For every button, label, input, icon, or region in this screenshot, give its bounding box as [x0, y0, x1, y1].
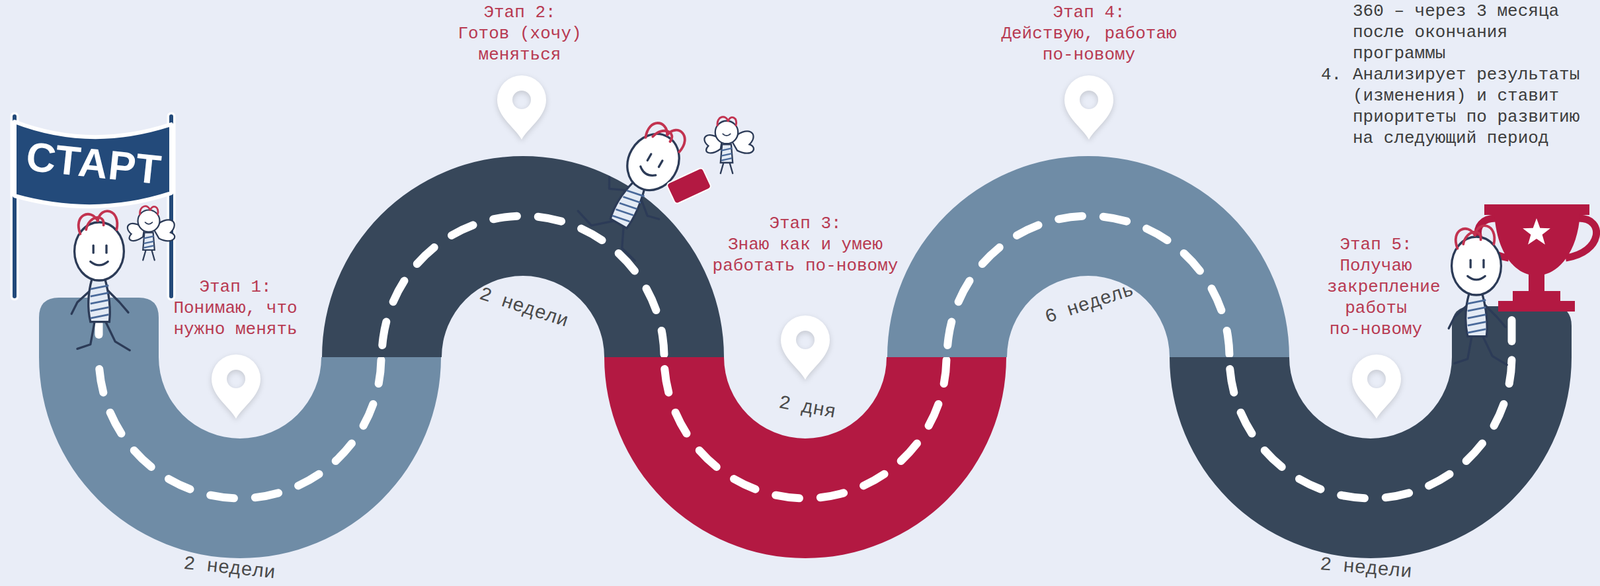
cupid-figure [715, 120, 739, 145]
stick-figure [92, 245, 95, 253]
list-number: 4. [1320, 64, 1342, 86]
stick-figure [658, 160, 663, 168]
duration-label: 2 дня [776, 392, 838, 425]
road-band-shape [887, 156, 1290, 358]
road-segment: Этап 3:Знаю как и умею работать по-новом… [604, 357, 1007, 559]
stage-description: Получаю закрепление работы по-новому [1326, 255, 1425, 340]
stick-figure [88, 279, 110, 322]
road-band-shape [321, 156, 724, 358]
stage-description: Знаю как и умею работать по-новому [710, 234, 902, 277]
cupid-figure [142, 249, 155, 260]
road-dash [1508, 320, 1517, 342]
stick-figure [90, 300, 110, 305]
trophy-star [1522, 218, 1551, 245]
stick-figure [90, 261, 108, 266]
map-pin [1064, 75, 1114, 140]
duration-label: 2 недели [476, 282, 572, 333]
cupid-figure [717, 117, 737, 127]
stick-figure [1467, 275, 1485, 280]
road-band-shape [39, 357, 441, 559]
cupid-figure [143, 245, 154, 248]
stick-figure [90, 285, 110, 290]
cupid-figure [127, 206, 175, 261]
note-text: Анализирует результаты (изменения) и ста… [1352, 64, 1585, 149]
cupid-figure [138, 210, 160, 233]
stick-figure [1467, 329, 1487, 334]
stick-figure [85, 217, 104, 230]
cupid-figure [704, 117, 754, 174]
stick-figure [105, 320, 130, 351]
cupid-figure [143, 236, 154, 239]
stick-figure [647, 154, 652, 161]
stage-title: Этап 2: [454, 1, 584, 24]
stick-figure [622, 193, 641, 207]
road-dash [946, 216, 1230, 358]
road-band-shape [604, 357, 1007, 559]
stage-description: Понимаю, что нужно менять [170, 297, 300, 340]
road-band [604, 357, 1007, 559]
cupid-figure [722, 133, 731, 136]
stick-figure [97, 210, 118, 230]
stage-description: Действую, работаю по-новому [998, 23, 1179, 66]
stick-figure [615, 206, 634, 219]
stick-figure [1467, 321, 1487, 326]
stick-figure [1467, 300, 1487, 305]
stage-title: Этап 3: [710, 212, 902, 235]
road-band [887, 156, 1290, 358]
trophy [1494, 212, 1581, 312]
stick-figure [1469, 259, 1472, 268]
road-band [39, 357, 441, 559]
start-flag [14, 116, 172, 297]
stick-figure [619, 199, 638, 213]
map-pin [780, 315, 830, 380]
stick-figure [105, 245, 108, 253]
stage-title: Этап 4: [998, 1, 1179, 24]
stick-figure [90, 307, 110, 312]
stick-figure [71, 210, 130, 350]
road-dash [1229, 357, 1513, 498]
stage-description: Готов (хочу) меняться [454, 23, 584, 66]
road-band-shape [1169, 357, 1572, 559]
road-dash [99, 357, 382, 498]
stick-figure [638, 166, 656, 179]
stick-figure [90, 292, 110, 297]
road-dash [381, 216, 664, 358]
duration-label: 6 недель [1042, 279, 1138, 329]
stick-figure [1467, 314, 1487, 319]
phone-icon [666, 167, 713, 205]
duration-label: 2 недели [182, 552, 277, 585]
stick-figure [77, 320, 95, 350]
stick-figure [1451, 236, 1502, 295]
cupid-figure [720, 144, 733, 163]
map-pin [211, 354, 261, 419]
stick-figure [652, 126, 674, 146]
road-dash [664, 357, 947, 498]
note-text: 360 – через 3 месяца после окончания про… [1352, 0, 1565, 65]
road-segment: Этап 1:Понимаю, что нужно менять2 недели [39, 357, 441, 559]
start-flag [14, 121, 172, 207]
stick-figure [74, 222, 125, 281]
road-segment: Этап 4:Действую, работаю по-новому6 неде… [887, 156, 1290, 358]
stage-title: Этап 1: [170, 276, 300, 298]
stick-figure [1448, 225, 1507, 365]
stick-figure [1463, 232, 1481, 244]
cupid-figure [145, 222, 153, 225]
cupid-figure [721, 158, 732, 160]
map-pin [497, 75, 547, 140]
stage-title: Этап 5: [1326, 234, 1425, 256]
cupid-figure [721, 153, 732, 156]
stick-figure [1482, 259, 1485, 268]
stick-figure [1465, 293, 1487, 337]
stick-figure [1475, 225, 1495, 244]
cupid-figure [721, 148, 732, 151]
cupid-figure [142, 232, 155, 250]
cupid-figure [140, 206, 159, 215]
duration-label: 2 недели [1319, 553, 1413, 584]
cupid-figure [720, 162, 733, 174]
stick-figure [1467, 307, 1487, 312]
map-pin [1352, 354, 1401, 419]
stick-figure [90, 314, 110, 319]
cupid-figure [143, 241, 154, 244]
